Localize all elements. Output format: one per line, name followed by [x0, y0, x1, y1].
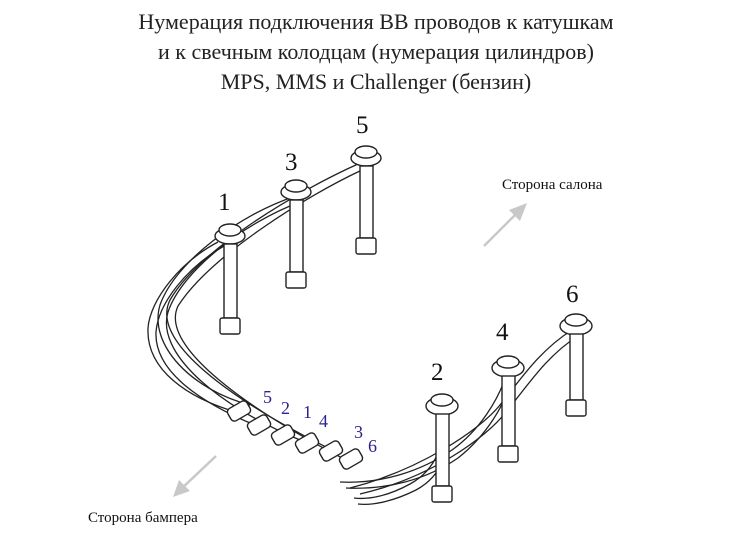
cylinder-label-6: 6 [566, 281, 579, 308]
plug-boot-3 [280, 179, 312, 289]
bumper-side-label: Сторона бампера [88, 510, 198, 526]
coil-label-6: 6 [368, 436, 377, 456]
coil-connector-boots [226, 400, 364, 470]
cabin-side-label: Сторона салона [502, 177, 603, 193]
title-line-1: Нумерация подключения ВВ проводов к кату… [138, 9, 614, 34]
cylinder-label-4: 4 [496, 319, 509, 346]
arrow-cabin-side [483, 203, 527, 247]
title-line-3: MPS, MMS и Challenger (бензин) [220, 69, 532, 94]
coil-label-1: 1 [303, 402, 312, 422]
plug-boot-6 [559, 313, 593, 417]
arrow-bumper-side [173, 455, 217, 497]
cylinder-label-3: 3 [285, 149, 298, 176]
plug-boot-4 [491, 355, 525, 463]
plug-boot-2 [425, 393, 459, 503]
plug-boot-1 [214, 223, 246, 335]
coil-label-5: 5 [263, 387, 272, 407]
coil-label-3: 3 [354, 422, 363, 442]
coil-label-2: 2 [281, 398, 290, 418]
title-line-2: и к свечным колодцам (нумерация цилиндро… [158, 39, 594, 64]
plug-boot-5 [350, 145, 382, 255]
cylinder-label-1: 1 [218, 189, 231, 216]
cylinder-label-2: 2 [431, 359, 444, 386]
cylinder-label-5: 5 [356, 112, 369, 139]
coil-label-4: 4 [319, 411, 328, 431]
